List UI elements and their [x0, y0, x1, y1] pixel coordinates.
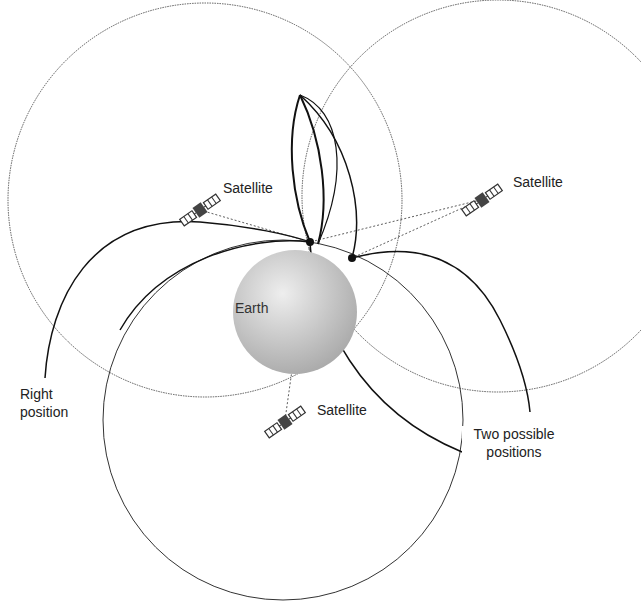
earth-globe: Earth [233, 250, 357, 374]
satellite-label: Satellite [511, 174, 565, 192]
satellite-label: Satellite [315, 402, 369, 420]
planet-label: Earth [235, 300, 268, 316]
callout-label: Two possible positions [462, 426, 566, 461]
satellite-label: Satellite [221, 180, 275, 198]
callout-label: Right position [18, 386, 86, 421]
